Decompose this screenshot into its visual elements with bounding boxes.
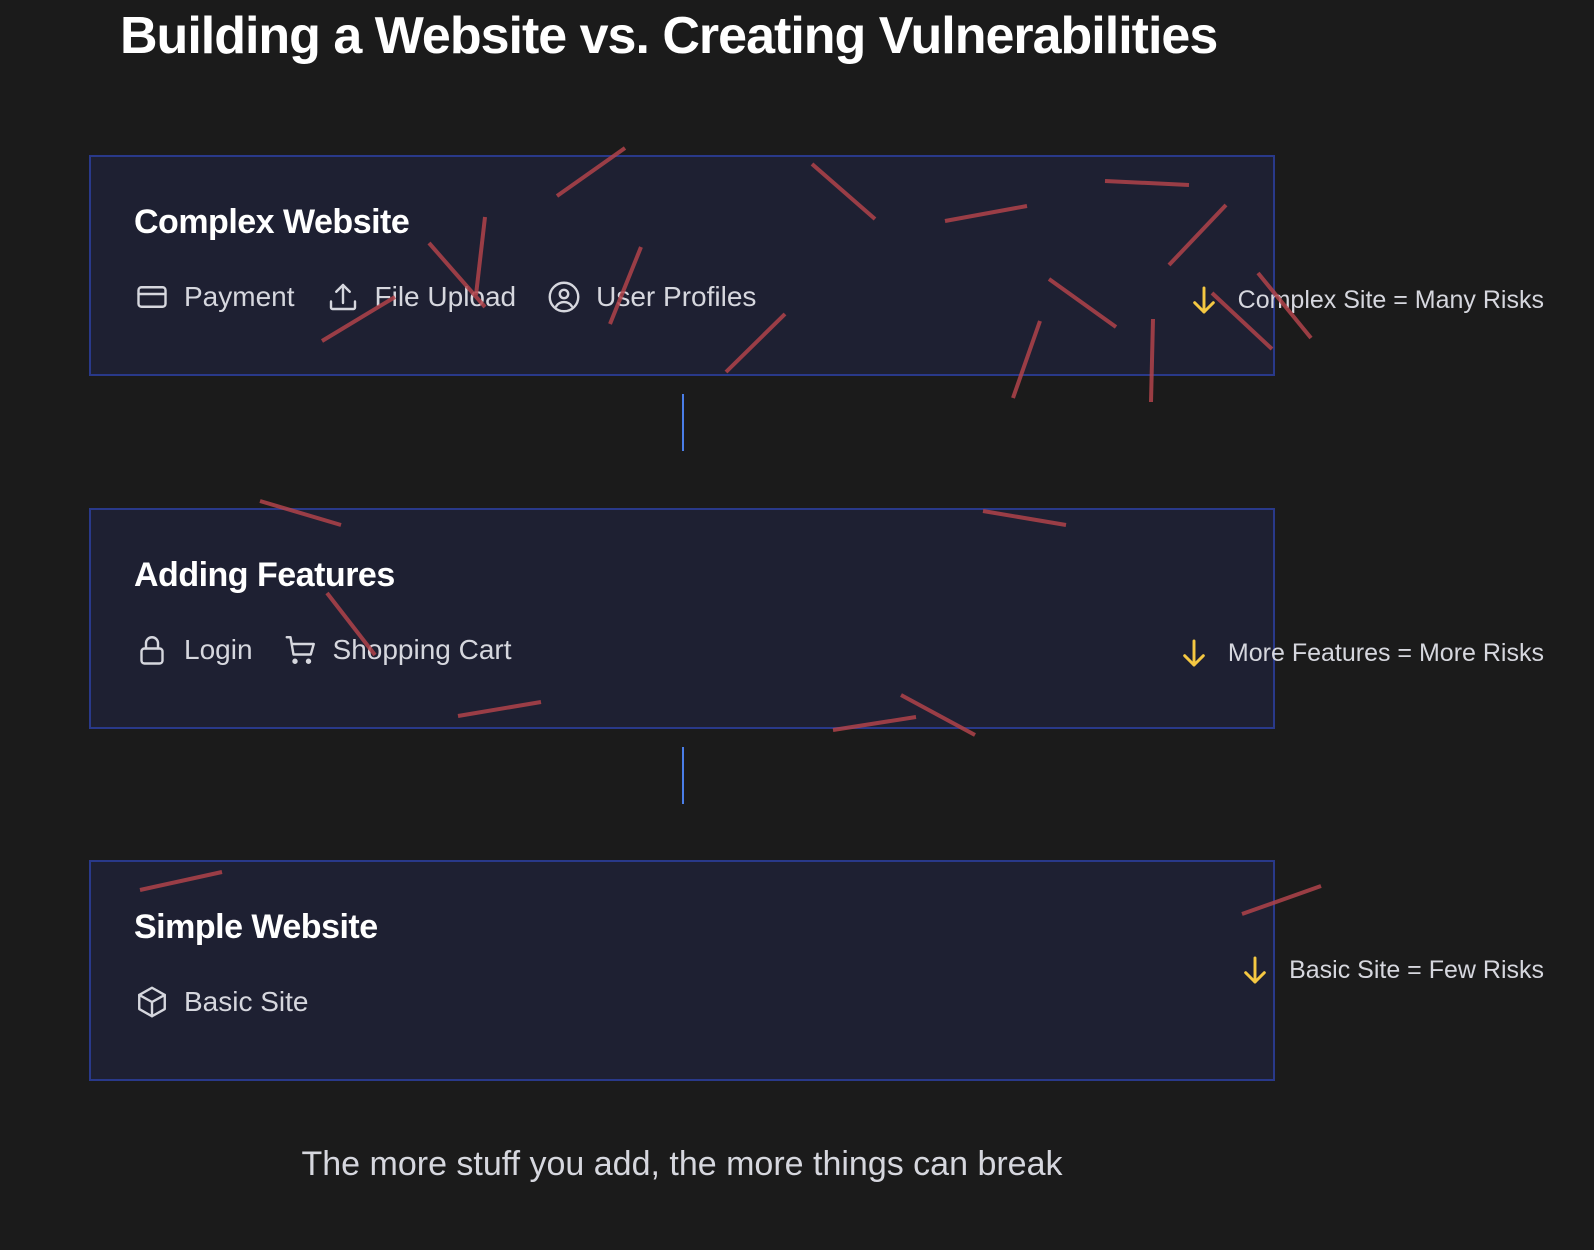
feature-label: Shopping Cart bbox=[332, 634, 512, 665]
connector-line bbox=[682, 747, 684, 804]
credit-card-icon bbox=[134, 279, 170, 315]
layer-adding-features: Adding Features Login Shopping Cart bbox=[89, 508, 1275, 729]
layer-title: Adding Features bbox=[134, 556, 395, 594]
risk-label-simple: Basic Site = Few Risks bbox=[1239, 954, 1544, 986]
layer-complex-website: Complex Website Payment File Upload User… bbox=[89, 155, 1275, 376]
risk-text: Basic Site = Few Risks bbox=[1289, 955, 1544, 984]
layer-title: Simple Website bbox=[134, 908, 378, 946]
feature-shopping-cart: Shopping Cart bbox=[283, 632, 512, 668]
feature-label: Basic Site bbox=[184, 986, 309, 1017]
box-icon bbox=[134, 984, 170, 1020]
risk-text: More Features = More Risks bbox=[1227, 638, 1544, 667]
arrow-down-icon bbox=[1239, 954, 1271, 986]
feature-label: Payment bbox=[184, 281, 295, 312]
arrow-down-icon bbox=[1178, 637, 1210, 669]
connector-line bbox=[682, 394, 684, 451]
risk-text: Complex Site = Many Risks bbox=[1237, 285, 1544, 314]
page-title: Building a Website vs. Creating Vulnerab… bbox=[120, 7, 1218, 65]
upload-icon bbox=[325, 279, 361, 315]
footer-caption: The more stuff you add, the more things … bbox=[301, 1145, 1063, 1183]
feature-label: Login bbox=[184, 634, 253, 665]
feature-list: Basic Site bbox=[134, 984, 309, 1020]
arrow-down-icon bbox=[1188, 284, 1220, 316]
risk-label-complex: Complex Site = Many Risks bbox=[1188, 284, 1544, 316]
user-circle-icon bbox=[546, 279, 582, 315]
feature-label: File Upload bbox=[374, 281, 517, 312]
feature-payment: Payment bbox=[134, 279, 295, 315]
feature-basic-site: Basic Site bbox=[134, 984, 309, 1020]
layer-title: Complex Website bbox=[134, 203, 410, 241]
layer-simple-website: Simple Website Basic Site bbox=[89, 860, 1275, 1081]
feature-label: User Profiles bbox=[596, 281, 757, 312]
lock-icon bbox=[134, 632, 170, 668]
feature-user-profiles: User Profiles bbox=[546, 279, 756, 315]
shopping-cart-icon bbox=[283, 632, 319, 668]
feature-file-upload: File Upload bbox=[325, 279, 517, 315]
feature-list: Payment File Upload User Profiles bbox=[134, 279, 756, 315]
feature-list: Login Shopping Cart bbox=[134, 632, 512, 668]
feature-login: Login bbox=[134, 632, 253, 668]
risk-label-features: More Features = More Risks bbox=[1178, 637, 1544, 669]
